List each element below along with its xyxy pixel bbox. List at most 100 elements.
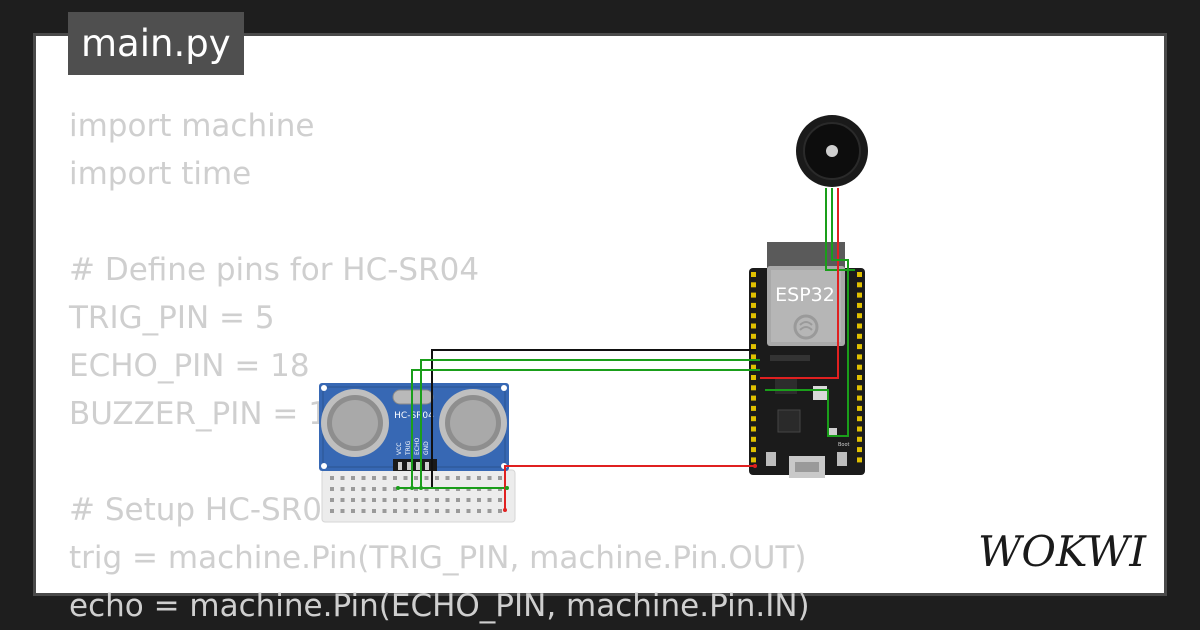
breadboard-hole [487, 509, 492, 513]
esp32-header-pin[interactable] [857, 344, 862, 350]
breadboard-hole [330, 487, 334, 491]
wokwi-logo-text: WOKWI [978, 527, 1147, 576]
breadboard-hole [445, 476, 450, 480]
breadboard-hole [477, 509, 481, 513]
code-line: import machine [69, 108, 315, 144]
esp32-header-pin[interactable] [751, 302, 756, 308]
code-line: trig = machine.Pin(TRIG_PIN, machine.Pin… [69, 540, 807, 576]
breadboard-hole [487, 476, 492, 480]
breadboard-hole [456, 509, 460, 513]
breadboard-hole [403, 498, 408, 502]
esp32-header-pin[interactable] [857, 354, 862, 360]
esp32-header-pin[interactable] [857, 395, 862, 401]
breadboard-hole [498, 498, 502, 502]
breadboard-hole [435, 476, 439, 480]
wokwi-logo[interactable]: WOKWI [976, 526, 1151, 580]
buzzer[interactable] [796, 115, 868, 187]
esp32-header-pin[interactable] [751, 436, 756, 442]
esp32-header-pin[interactable] [857, 292, 862, 298]
code-line: # Define pins for HC-SR04 [69, 252, 480, 288]
esp32-header-pin[interactable] [857, 333, 862, 339]
esp32-header-pin[interactable] [857, 282, 862, 288]
code-line: # Setup HC-SR04 [69, 492, 342, 528]
breadboard-hole [498, 476, 502, 480]
breadboard-hole [382, 509, 387, 513]
esp32-header-pin[interactable] [751, 313, 756, 319]
breadboard-hole [498, 509, 502, 513]
esp32-header-pin[interactable] [857, 457, 862, 463]
breadboard-hole [340, 476, 345, 480]
breadboard-hole [466, 498, 471, 502]
breadboard-hole [361, 487, 366, 491]
esp32-header-pin[interactable] [857, 364, 862, 370]
esp32-header-pin[interactable] [751, 323, 756, 329]
breadboard-hole [361, 509, 366, 513]
esp32-header-pin[interactable] [751, 426, 756, 432]
breadboard-hole [372, 498, 376, 502]
breadboard-hole [382, 498, 387, 502]
code-line: ECHO_PIN = 18 [69, 348, 310, 384]
esp32-header-pin[interactable] [857, 447, 862, 453]
code-line: import time [69, 156, 252, 192]
esp32-header-pin[interactable] [857, 436, 862, 442]
esp32-header-pin[interactable] [857, 272, 862, 277]
breadboard-hole [414, 509, 418, 513]
breadboard-hole [435, 509, 439, 513]
breadboard-hole [487, 498, 492, 502]
breadboard-hole [456, 498, 460, 502]
breadboard-hole [340, 509, 345, 513]
pin-label-vcc: VCC [396, 443, 403, 455]
breadboard-hole [372, 487, 376, 491]
breadboard-hole [361, 498, 366, 502]
breadboard-hole [372, 476, 376, 480]
esp32-header-pin[interactable] [751, 457, 756, 463]
code-line: TRIG_PIN = 5 [69, 300, 275, 336]
esp32-header-pin[interactable] [857, 313, 862, 319]
breadboard-hole [382, 487, 387, 491]
sensor-transducer-right [439, 389, 507, 457]
breadboard-hole [403, 509, 408, 513]
code-line: echo = machine.Pin(ECHO_PIN, machine.Pin… [69, 588, 810, 624]
esp32-header-pin[interactable] [857, 375, 862, 380]
breadboard-hole [372, 509, 376, 513]
breadboard-hole [351, 498, 355, 502]
esp32-header-pin[interactable] [857, 302, 862, 308]
hc-sr04-sensor[interactable]: HC-SR04 VCC TRIG ECHO GND [319, 383, 509, 471]
esp32-header-pin[interactable] [751, 333, 756, 339]
breadboard-hole [445, 509, 450, 513]
esp32-header-pin[interactable] [751, 447, 756, 453]
esp32-header-pin[interactable] [751, 272, 756, 277]
breadboard-hole [393, 509, 397, 513]
esp32-header-pin[interactable] [751, 282, 756, 288]
esp32-header-pin[interactable] [751, 354, 756, 360]
esp32-header-pin[interactable] [857, 426, 862, 432]
breadboard-hole [393, 476, 397, 480]
breadboard [321, 469, 516, 523]
esp32-header-pin[interactable] [751, 405, 756, 411]
breadboard-hole [330, 476, 334, 480]
esp32-header-pin[interactable] [857, 416, 862, 422]
esp32-header-pin[interactable] [857, 385, 862, 391]
esp32-header-pin[interactable] [751, 364, 756, 370]
breadboard-hole [393, 487, 397, 491]
file-tab-main-py[interactable]: main.py [68, 12, 244, 75]
breadboard-hole [340, 498, 345, 502]
esp32-header-pin[interactable] [751, 385, 756, 391]
esp32-header-pin[interactable] [751, 344, 756, 350]
esp32-board[interactable]: ESP32 Boot [749, 242, 865, 478]
esp32-header-pin[interactable] [751, 375, 756, 380]
esp32-header-pin[interactable] [751, 395, 756, 401]
esp32-header-pin[interactable] [857, 405, 862, 411]
breadboard-hole [340, 487, 345, 491]
sensor-transducer-left [321, 389, 389, 457]
breadboard-hole [351, 476, 355, 480]
esp32-header-pin[interactable] [857, 323, 862, 329]
esp32-label: ESP32 [775, 284, 835, 306]
sensor-label: HC-SR04 [394, 411, 434, 421]
breadboard-hole [424, 509, 429, 513]
esp32-header-pin[interactable] [751, 416, 756, 422]
preview-panel: import machine import time # Define pins f… [36, 36, 1164, 624]
esp32-header-pin[interactable] [751, 292, 756, 298]
breadboard-hole [445, 498, 450, 502]
breadboard-hole [382, 476, 387, 480]
